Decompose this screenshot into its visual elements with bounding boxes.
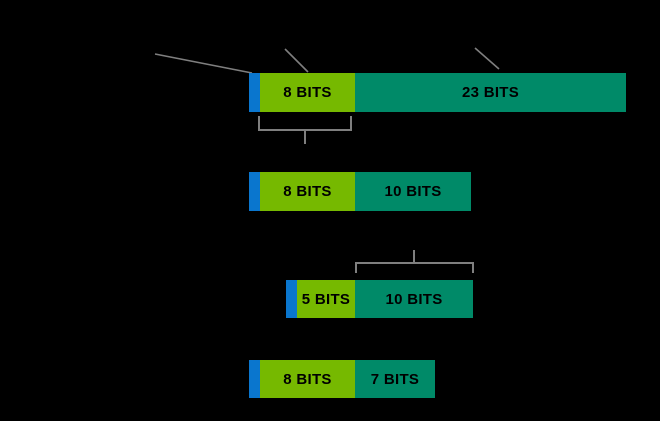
row4-exponent-segment: 8 BITS bbox=[260, 360, 355, 398]
row2-mantissa-segment: 10 BITS bbox=[355, 172, 471, 211]
exponent-leader-line bbox=[284, 48, 309, 73]
row1-sign-bit-segment bbox=[249, 73, 260, 112]
row2-exponent-segment: 8 BITS bbox=[260, 172, 355, 211]
row3-exponent-segment: 5 BITS bbox=[297, 280, 355, 318]
row3-mantissa-segment: 10 BITS bbox=[355, 280, 473, 318]
row1-mantissa-segment: 23 BITS bbox=[355, 73, 626, 112]
row3-overbrace bbox=[355, 250, 474, 273]
row1-underbrace bbox=[258, 116, 352, 144]
row4-mantissa-segment: 7 BITS bbox=[355, 360, 435, 398]
mantissa-leader-line bbox=[474, 47, 500, 70]
row3-sign-bit-segment bbox=[286, 280, 297, 318]
sign-leader-line bbox=[154, 53, 253, 74]
row2-sign-bit-segment bbox=[249, 172, 260, 211]
row4-sign-bit-segment bbox=[249, 360, 260, 398]
row1-exponent-segment: 8 BITS bbox=[260, 73, 355, 112]
